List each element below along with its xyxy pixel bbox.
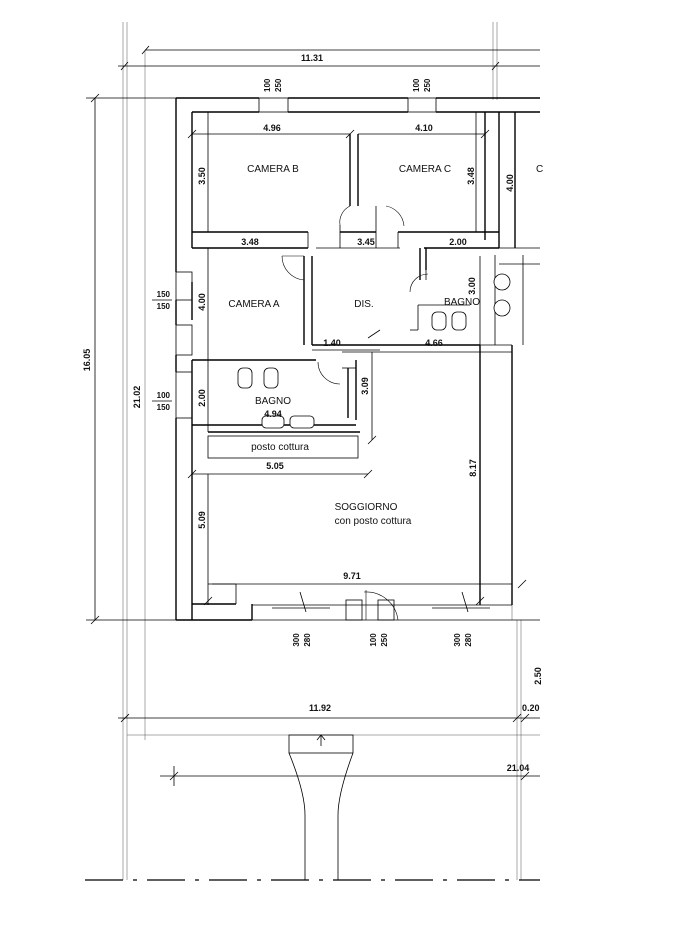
- dim-overall-bottom: 11.92: [309, 703, 331, 713]
- dim-left-total-2: 21.02: [132, 386, 142, 409]
- property-lines: [85, 22, 540, 881]
- sink-icon: [261, 415, 285, 429]
- dim-soggiorno-width: 9.71: [343, 571, 361, 581]
- dimension-overall-bottom: 11.92 0.20 21.04: [118, 703, 540, 786]
- dim-long-bottom: 21.04: [507, 763, 530, 773]
- room-dis: DIS.: [354, 299, 373, 310]
- opening-left-2-b: 150: [157, 403, 171, 412]
- room-camera-a: CAMERA A: [228, 299, 279, 310]
- room-camera-b: CAMERA B: [247, 164, 299, 175]
- fixtures: [237, 273, 511, 429]
- dim-dis-small: 1.40: [323, 338, 341, 348]
- room-bagno-left: BAGNO: [255, 396, 291, 407]
- toilet-icon: [431, 311, 447, 331]
- opening-top-2-b: 250: [423, 78, 432, 92]
- dim-right-edge-partial: 2.50: [533, 667, 543, 685]
- dim-bagno-right-width: 4.66: [425, 338, 443, 348]
- room-camera-c: CAMERA C: [399, 164, 451, 175]
- dim-bagno-height: 3.00: [467, 277, 477, 295]
- bottom-windows: [272, 591, 490, 613]
- dim-camera-a-height: 4.00: [197, 293, 207, 311]
- opening-top-2-a: 100: [412, 78, 421, 92]
- dim-bagno-width: 2.00: [449, 237, 467, 247]
- opening-bottom-1-b: 280: [303, 633, 312, 647]
- dim-camera-a-width: 3.48: [241, 237, 259, 247]
- dim-camera-b-width: 4.96: [263, 123, 281, 133]
- interior-walls: [192, 134, 512, 459]
- dim-overall-top: 11.31: [301, 53, 323, 63]
- dim-bagno-left-width: 4.94: [264, 409, 282, 419]
- dim-cottura-width: 5.05: [266, 461, 284, 471]
- exterior-walls: [175, 97, 540, 621]
- dim-camera-b-height: 3.50: [197, 167, 207, 185]
- bidet-icon: [451, 311, 467, 331]
- dimension-overall-top: 11.31: [118, 45, 540, 71]
- dim-bagno-left-height: 2.00: [197, 389, 207, 407]
- opening-left-1-b: 150: [157, 302, 171, 311]
- opening-left-1-a: 150: [157, 290, 171, 299]
- room-soggiorno-sub: con posto cottura: [335, 516, 412, 527]
- opening-bottom-2-a: 300: [453, 633, 462, 647]
- dim-camera-c-height: 3.48: [466, 167, 476, 185]
- opening-bottom-door-b: 250: [380, 633, 389, 647]
- opening-top-1-a: 100: [263, 78, 272, 92]
- dim-soggiorno-right-height: 8.17: [468, 459, 478, 477]
- dimension-left: 16.05 21.02: [82, 93, 176, 625]
- room-partial-right: C: [536, 164, 543, 175]
- opening-bottom-2-b: 280: [464, 633, 473, 647]
- dim-overall-bottom-right: 0.20: [522, 703, 540, 713]
- dim-dis-width: 3.45: [357, 237, 375, 247]
- opening-top-1-b: 250: [274, 78, 283, 92]
- sink-icon: [289, 415, 315, 429]
- toilet-icon: [237, 367, 253, 389]
- dim-soggiorno-height: 5.09: [197, 511, 207, 529]
- bidet-icon: [263, 367, 279, 389]
- entrance-walkway: [288, 734, 354, 880]
- dim-right-room-height: 4.00: [505, 174, 515, 192]
- sink-icon: [493, 273, 511, 291]
- opening-labels: 100 250 100 250 150 150 100 150 300 280 …: [152, 78, 473, 647]
- sink-icon: [493, 299, 511, 317]
- room-soggiorno: SOGGIORNO: [335, 502, 398, 513]
- opening-left-2-a: 100: [157, 391, 171, 400]
- interior-dimensions: 4.96 4.10 3.50 3.48 4.00 3.48 3.45 2.00 …: [187, 112, 543, 685]
- opening-bottom-1-a: 300: [292, 633, 301, 647]
- room-labels: CAMERA B CAMERA C C CAMERA A DIS. BAGNO …: [228, 164, 543, 527]
- dim-dis-height: 3.09: [360, 377, 370, 395]
- dim-camera-c-width: 4.10: [415, 123, 433, 133]
- doors: [281, 205, 429, 621]
- room-bagno-right: BAGNO: [444, 297, 480, 308]
- room-posto-cottura: posto cottura: [251, 442, 309, 453]
- dim-left-total: 16.05: [82, 349, 92, 372]
- opening-bottom-door-a: 100: [369, 633, 378, 647]
